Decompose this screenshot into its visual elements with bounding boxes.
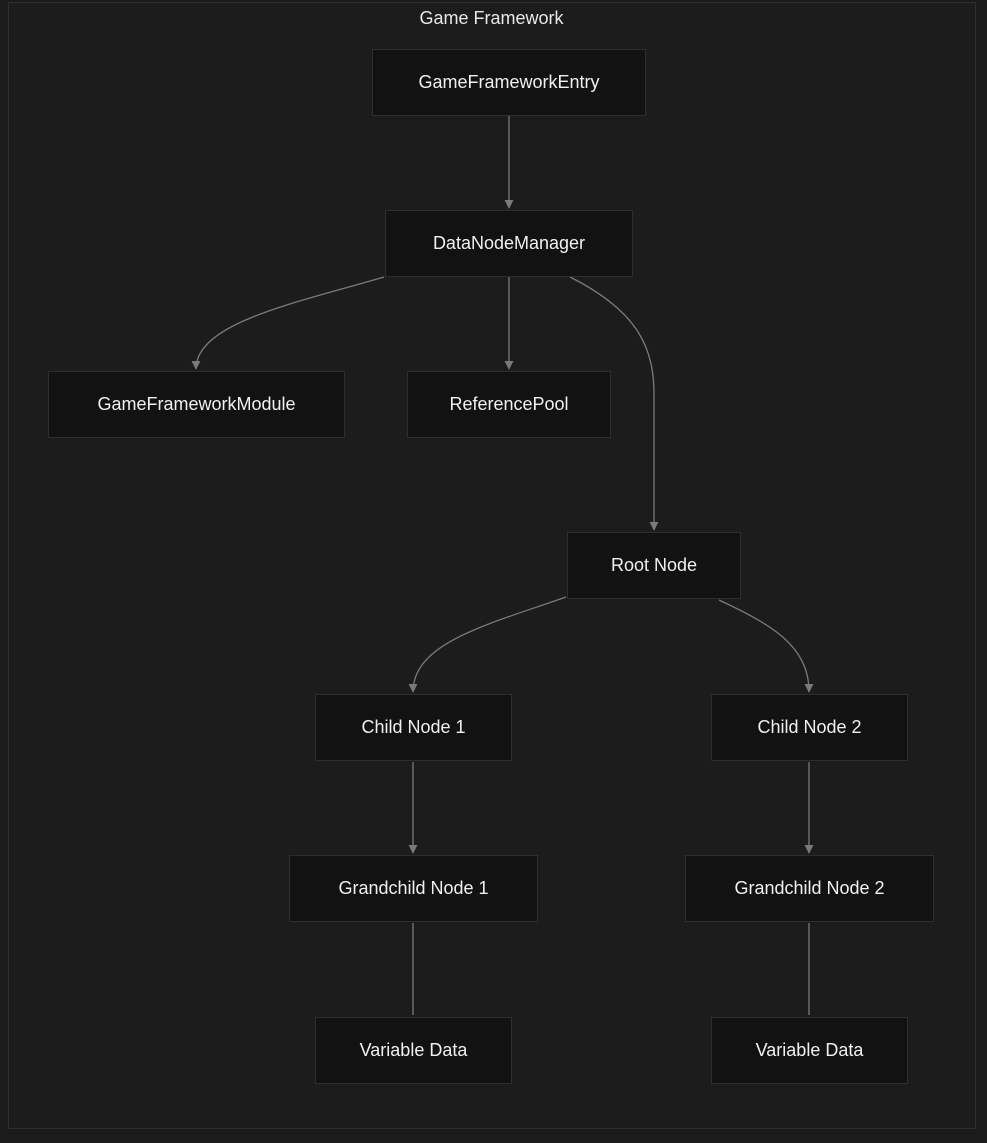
node-game-framework-module[interactable]: GameFrameworkModule (48, 371, 345, 438)
node-grandchild-2[interactable]: Grandchild Node 2 (685, 855, 934, 922)
node-child-1[interactable]: Child Node 1 (315, 694, 512, 761)
edge-manager-root (569, 276, 659, 531)
game-framework-cluster (8, 2, 976, 1129)
edge-manager-module (191, 276, 385, 370)
node-child-2[interactable]: Child Node 2 (711, 694, 908, 761)
node-reference-pool[interactable]: ReferencePool (407, 371, 611, 438)
node-grandchild-1[interactable]: Grandchild Node 1 (289, 855, 538, 922)
node-game-framework-entry[interactable]: GameFrameworkEntry (372, 49, 646, 116)
node-variable-data-2[interactable]: Variable Data (711, 1017, 908, 1084)
node-variable-data-1[interactable]: Variable Data (315, 1017, 512, 1084)
edge-root-child1 (408, 596, 567, 693)
node-data-node-manager[interactable]: DataNodeManager (385, 210, 633, 277)
node-root[interactable]: Root Node (567, 532, 741, 599)
cluster-title: Game Framework (419, 8, 564, 28)
edge-root-child2 (718, 599, 814, 693)
